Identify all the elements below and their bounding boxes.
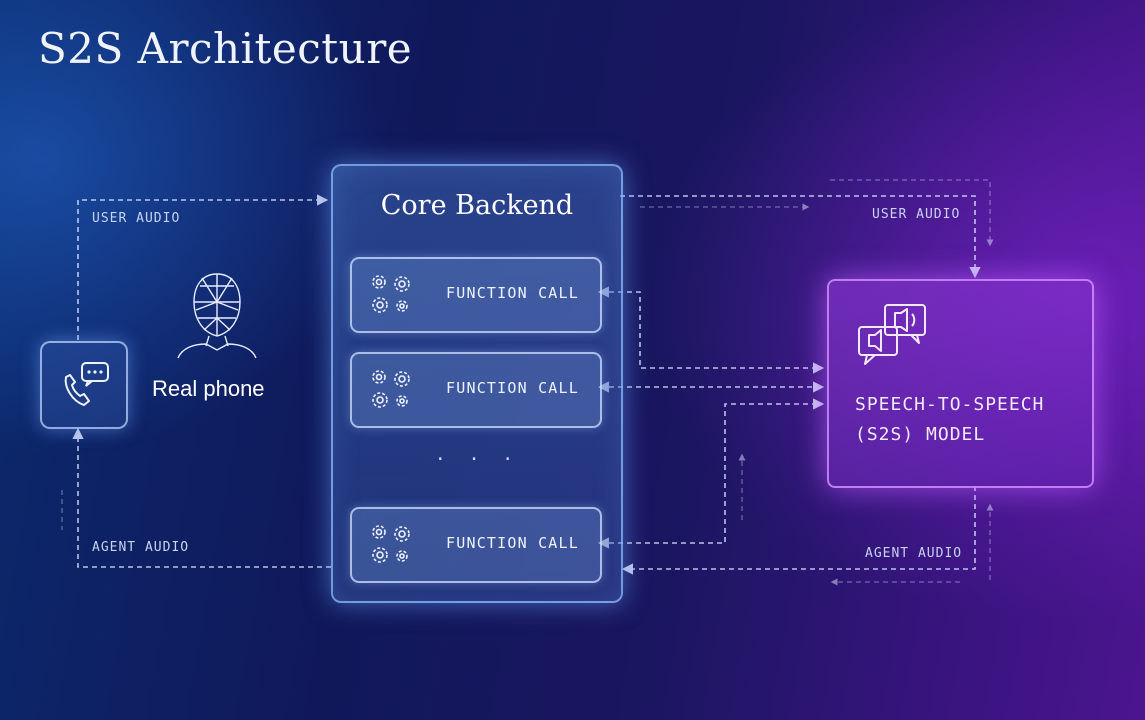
user-audio-right-label: USER AUDIO bbox=[872, 207, 961, 222]
page-title: S2S Architecture bbox=[38, 24, 413, 73]
phone-chat-icon bbox=[64, 362, 109, 406]
s2s-model-title-line1: SPEECH-TO-SPEECH bbox=[855, 394, 1045, 415]
agent-audio-left-path bbox=[72, 427, 331, 568]
agent-audio-left-label: AGENT AUDIO bbox=[92, 540, 190, 555]
core-backend-title: Core Backend bbox=[380, 190, 574, 221]
real-phone-label: Real phone bbox=[152, 376, 265, 401]
gears-icon bbox=[372, 370, 410, 408]
function-call-box-3[interactable]: FUNCTION CALL bbox=[350, 507, 602, 583]
function-call-box-2[interactable]: FUNCTION CALL bbox=[350, 352, 602, 428]
user-audio-left-label: USER AUDIO bbox=[92, 211, 181, 226]
user-audio-left-path bbox=[77, 194, 329, 340]
face-wireframe-icon bbox=[177, 273, 257, 359]
s2s-model-panel[interactable]: SPEECH-TO-SPEECH (S2S) MODEL bbox=[827, 279, 1094, 488]
agent-audio-right-label: AGENT AUDIO bbox=[865, 546, 963, 561]
gears-icon bbox=[372, 525, 410, 563]
phone-node[interactable] bbox=[40, 341, 128, 429]
more-ellipsis: · · · bbox=[434, 449, 520, 470]
agent-audio-right-path bbox=[621, 486, 976, 575]
user-audio-right-path bbox=[620, 195, 981, 279]
function-call-3-link bbox=[597, 398, 825, 549]
function-call-label: FUNCTION CALL bbox=[446, 379, 579, 397]
function-call-box-1[interactable]: FUNCTION CALL bbox=[350, 257, 602, 333]
function-call-1-link bbox=[597, 286, 825, 374]
s2s-model-title-line2: (S2S) MODEL bbox=[855, 424, 986, 445]
function-call-label: FUNCTION CALL bbox=[446, 534, 579, 552]
core-backend-panel: Core Backend FUNCTION CALL FUNCTION CALL… bbox=[331, 164, 623, 603]
function-call-label: FUNCTION CALL bbox=[446, 284, 579, 302]
speech-bubbles-icon bbox=[858, 304, 926, 365]
gears-icon bbox=[372, 275, 410, 313]
